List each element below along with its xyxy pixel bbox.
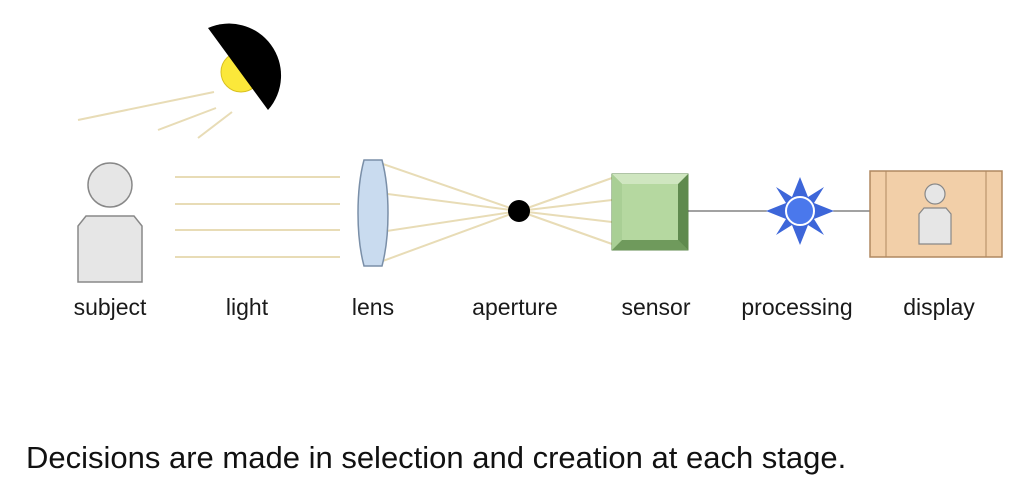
lamp-shade bbox=[208, 23, 282, 110]
light-rays bbox=[175, 176, 340, 258]
sensor-bevel-top bbox=[612, 174, 688, 184]
person-head bbox=[87, 162, 133, 208]
stage-label-aperture: aperture bbox=[472, 294, 558, 320]
aperture-icon bbox=[508, 200, 530, 222]
subject-person-icon bbox=[77, 162, 143, 283]
sun-ray bbox=[77, 91, 215, 121]
diverging-ray bbox=[518, 210, 613, 223]
sun-ray bbox=[197, 111, 233, 139]
stage-label-subject: subject bbox=[73, 294, 147, 320]
sensor-bevel-bottom bbox=[612, 240, 688, 250]
processing-star-icon bbox=[766, 177, 834, 245]
converging-ray bbox=[379, 192, 520, 212]
sensor-bevel-left bbox=[612, 174, 622, 250]
stage-label-light: light bbox=[225, 294, 269, 320]
sensor-icon bbox=[611, 173, 689, 251]
displayed-person-head bbox=[924, 183, 946, 205]
converging-ray bbox=[379, 162, 520, 212]
sensor-bevel-right bbox=[678, 174, 688, 250]
person-body bbox=[77, 215, 143, 283]
lens-icon bbox=[357, 159, 389, 267]
optical-rays bbox=[379, 162, 613, 263]
stage-label-sensor: sensor bbox=[621, 294, 691, 320]
diverging-ray bbox=[518, 210, 613, 245]
converging-ray bbox=[379, 210, 520, 263]
diverging-ray bbox=[518, 177, 613, 212]
star-core bbox=[785, 196, 815, 226]
stage-label-lens: lens bbox=[351, 294, 395, 320]
stage-label-processing: processing bbox=[741, 294, 853, 320]
diagram-caption: Decisions are made in selection and crea… bbox=[26, 440, 847, 475]
light-source-icon bbox=[77, 23, 282, 139]
display-icon bbox=[869, 170, 1003, 258]
converging-ray bbox=[379, 210, 520, 233]
stage-label-display: display bbox=[903, 294, 975, 320]
sun-ray bbox=[157, 107, 217, 131]
sensor-face bbox=[622, 184, 678, 240]
diverging-ray bbox=[518, 199, 613, 212]
displayed-person-body bbox=[918, 207, 952, 245]
